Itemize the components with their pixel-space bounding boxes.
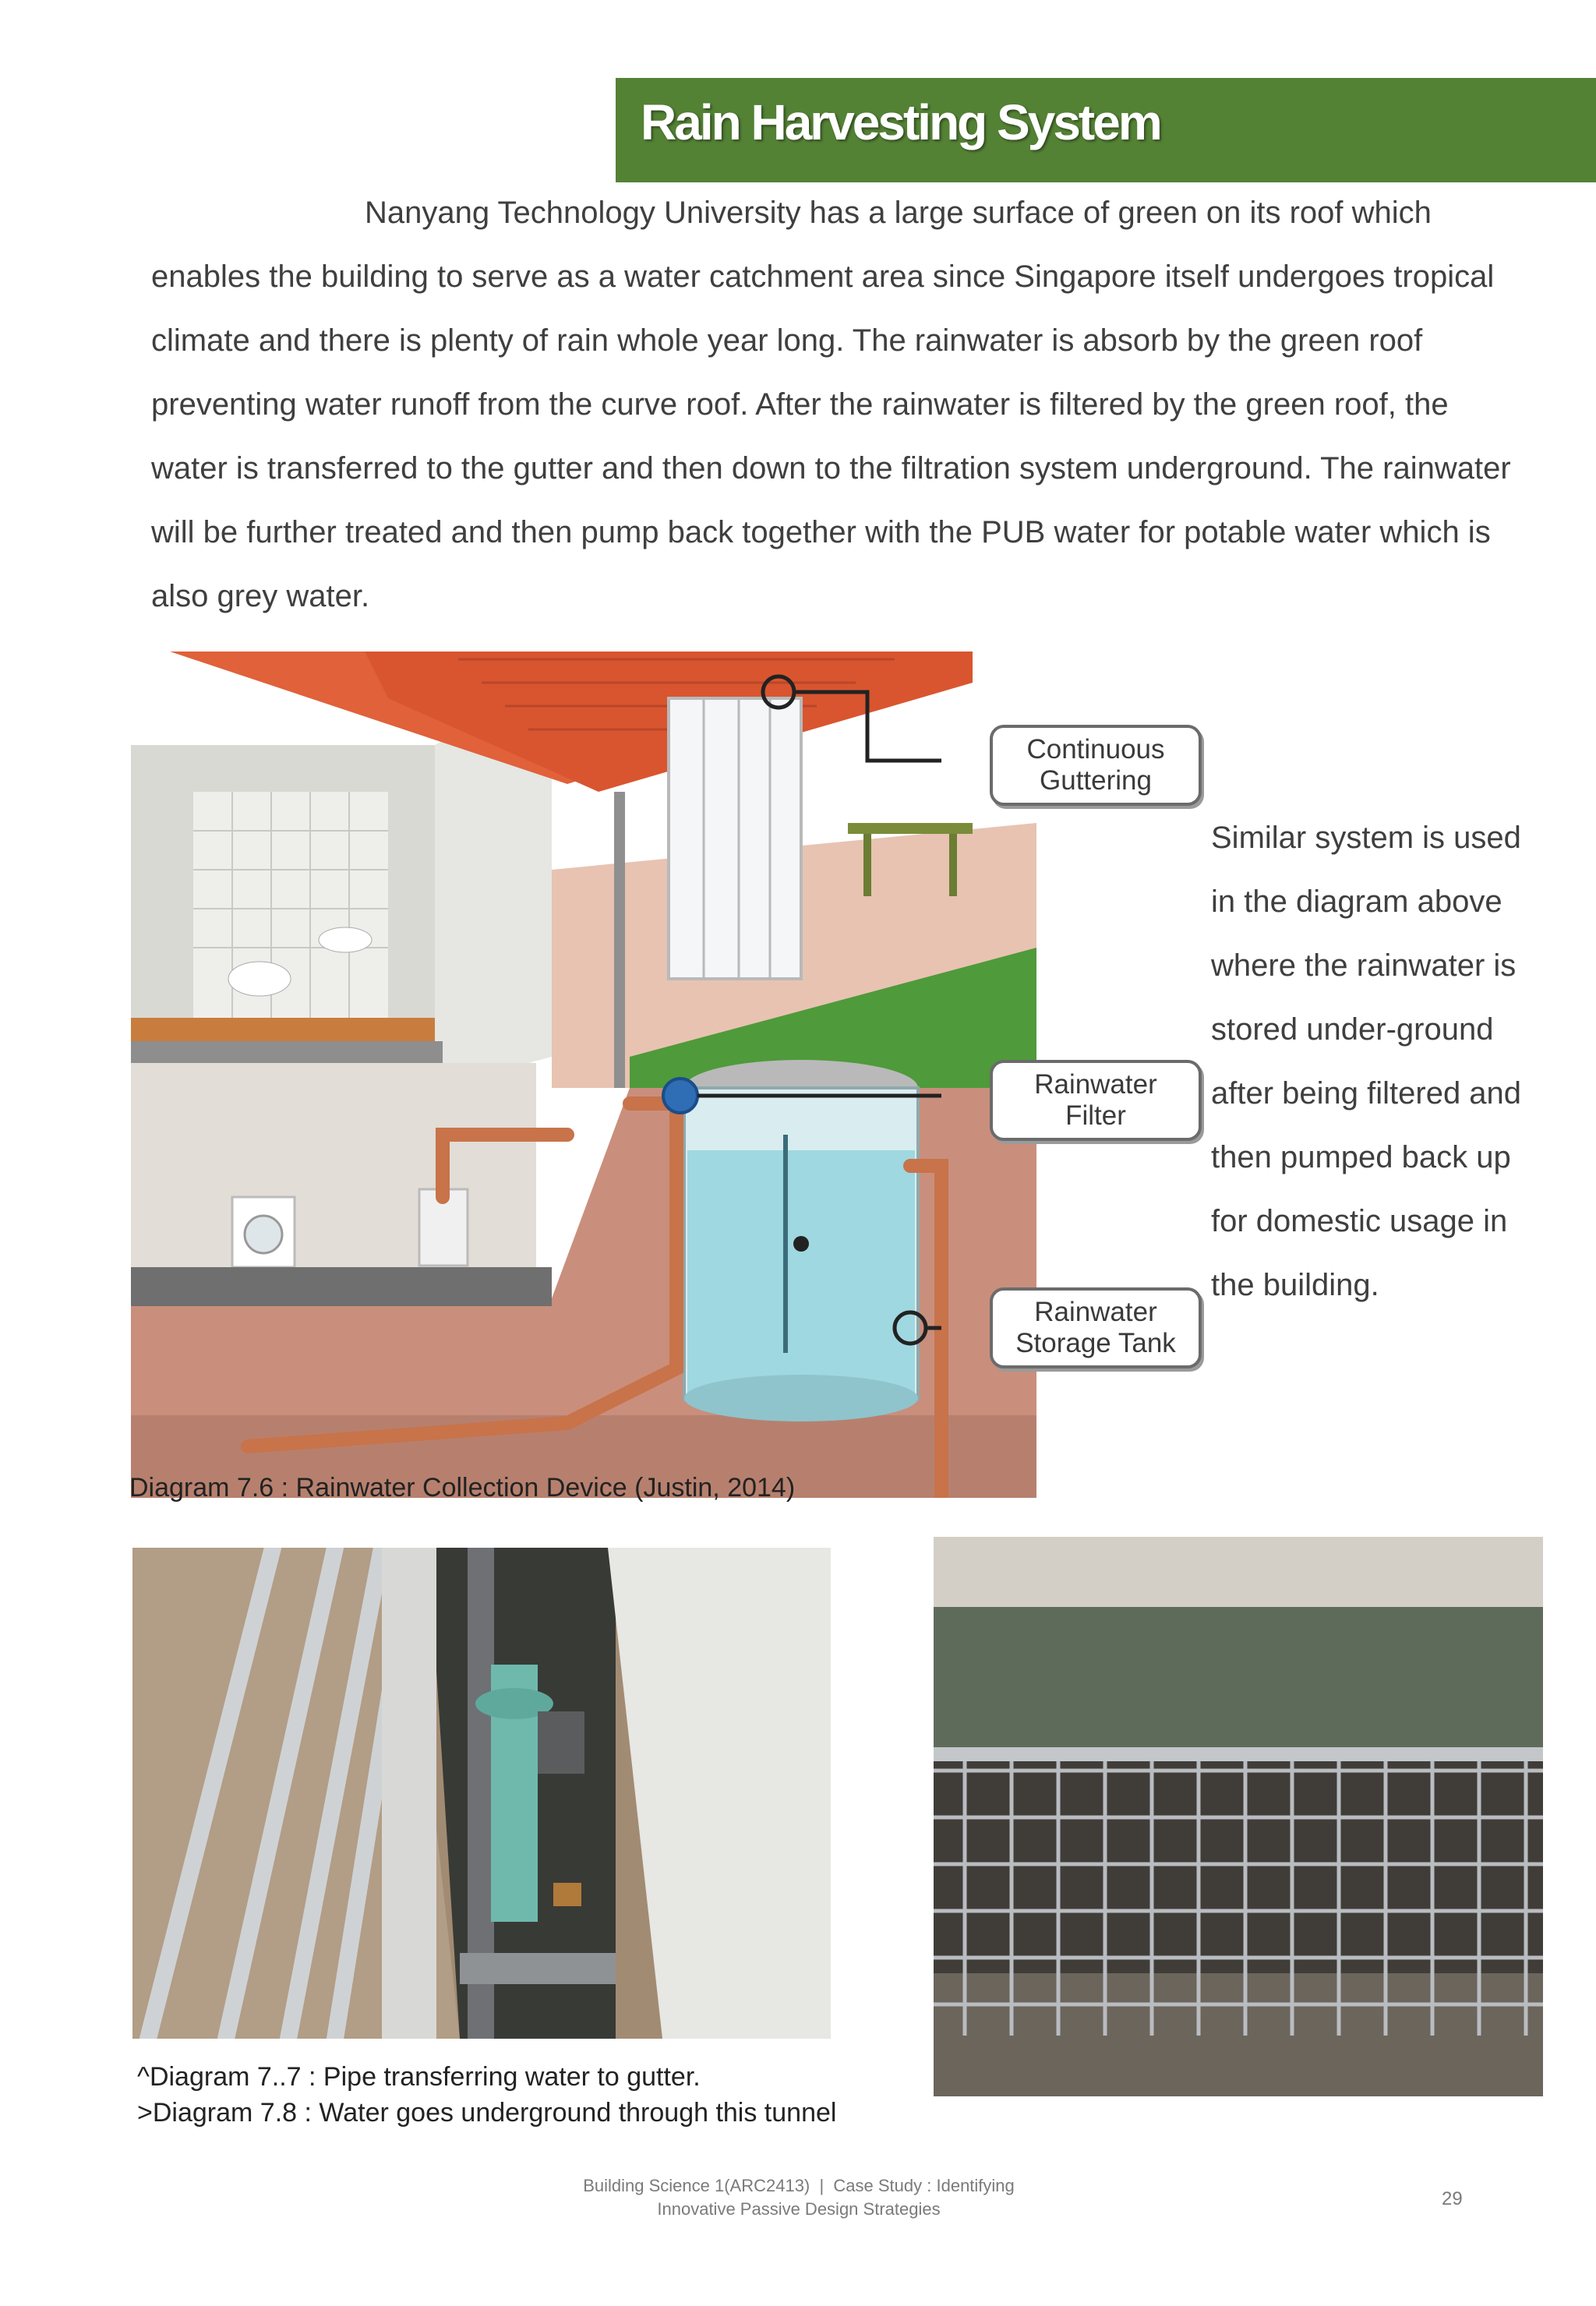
title-bar: Rain Harvesting System bbox=[616, 78, 1596, 182]
callout-line: Continuous bbox=[1026, 734, 1165, 765]
callout-continuous-guttering: Continuous Guttering bbox=[990, 725, 1202, 806]
intro-paragraph: Nanyang Technology University has a larg… bbox=[151, 196, 1511, 613]
page-title: Rain Harvesting System bbox=[641, 94, 1163, 150]
photos-caption: ^Diagram 7..7 : Pipe transferring water … bbox=[137, 2059, 836, 2131]
photo-pipe-to-gutter bbox=[132, 1548, 831, 2039]
callout-line: Guttering bbox=[1040, 765, 1152, 796]
page-number: 29 bbox=[1442, 2188, 1463, 2209]
diagram-caption: Diagram 7.6 : Rainwater Collection Devic… bbox=[129, 1473, 796, 1503]
callout-rainwater-filter: Rainwater Filter bbox=[990, 1060, 1202, 1141]
footer-line-2: Innovative Passive Design Strategies bbox=[657, 2199, 941, 2219]
photo-underground-tunnel bbox=[934, 1537, 1543, 2096]
callout-line: Filter bbox=[1065, 1100, 1126, 1131]
side-description: Similar system is used in the diagram ab… bbox=[1211, 821, 1522, 1302]
callout-line: Storage Tank bbox=[1015, 1328, 1176, 1358]
rainwater-collection-illustration bbox=[131, 652, 1036, 1498]
callout-line: Rainwater bbox=[1034, 1297, 1157, 1327]
caption-diagram-7-8: >Diagram 7.8 : Water goes underground th… bbox=[137, 2098, 837, 2128]
callout-line: Rainwater bbox=[1034, 1069, 1157, 1100]
caption-diagram-7-7: ^Diagram 7..7 : Pipe transferring water … bbox=[137, 2062, 701, 2092]
page-footer: Building Science 1(ARC2413) | Case Study… bbox=[499, 2174, 1099, 2221]
footer-line-1: Building Science 1(ARC2413) | Case Study… bbox=[583, 2176, 1015, 2195]
callout-rainwater-storage-tank: Rainwater Storage Tank bbox=[990, 1287, 1202, 1368]
